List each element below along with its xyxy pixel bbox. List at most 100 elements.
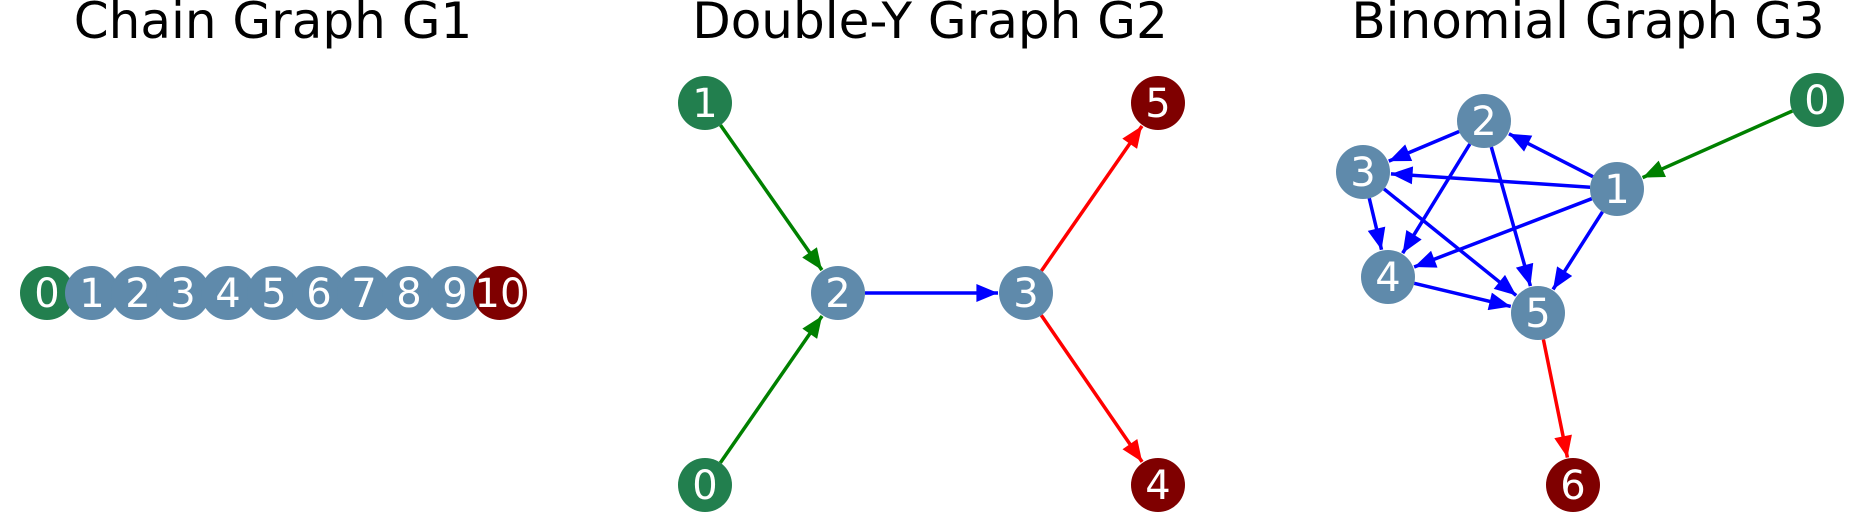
chain-graph-node-10: 10 <box>473 266 527 320</box>
panel-title-double-y-graph: Double-Y Graph G2 <box>692 0 1168 50</box>
binomial-graph-edge-1-to-3 <box>1390 166 1591 189</box>
chain-graph-node-label-9: 9 <box>442 271 467 317</box>
double-y-graph-node-2: 2 <box>811 266 865 320</box>
binomial-graph-node-label-6: 6 <box>1560 463 1585 509</box>
chain-graph-node-label-7: 7 <box>351 271 376 317</box>
double-y-graph-node-5: 5 <box>1131 76 1185 130</box>
binomial-graph-edges <box>1367 109 1794 458</box>
double-y-graph-edge-3-to-4 <box>1039 314 1144 463</box>
double-y-graph-node-1: 1 <box>678 76 732 130</box>
chain-graph-node-label-1: 1 <box>79 271 104 317</box>
double-y-graph-node-circle-4 <box>1131 458 1185 512</box>
binomial-graph-nodes: 0 1 2 3 4 5 6 <box>1336 73 1844 512</box>
chain-graph-node-8: 8 <box>382 266 436 320</box>
chain-graph-node-2: 2 <box>111 266 165 320</box>
binomial-graph-node-label-2: 2 <box>1471 99 1496 145</box>
double-y-graph-node-label-2: 2 <box>825 271 850 317</box>
double-y-graph-node-0: 0 <box>678 458 732 512</box>
panel-double-y-graph: Double-Y Graph G2 1 0 2 3 5 4 <box>678 0 1185 512</box>
chain-graph-node-7: 7 <box>337 266 391 320</box>
double-y-graph-edges <box>718 124 1144 464</box>
binomial-graph-edge-4-to-5 <box>1413 281 1512 311</box>
binomial-graph-node-circle-1 <box>1590 162 1644 216</box>
panel-title-binomial-graph: Binomial Graph G3 <box>1351 0 1824 50</box>
chain-graph-node-5: 5 <box>247 266 301 320</box>
chain-graph-node-circle-10 <box>473 266 527 320</box>
binomial-graph-node-2: 2 <box>1457 94 1511 148</box>
chain-graph-node-label-0: 0 <box>34 271 59 317</box>
chain-graph-node-9: 9 <box>428 266 482 320</box>
binomial-graph-node-label-5: 5 <box>1525 291 1550 337</box>
chain-graph-node-circle-3 <box>156 266 210 320</box>
double-y-graph-node-circle-5 <box>1131 76 1185 130</box>
binomial-graph-node-5: 5 <box>1511 286 1565 340</box>
binomial-graph-edge-3-to-4 <box>1367 197 1386 251</box>
chain-graph-node-circle-1 <box>65 266 119 320</box>
binomial-graph-edge-2-to-4 <box>1401 143 1472 255</box>
double-y-graph-node-3: 3 <box>999 266 1053 320</box>
binomial-graph-node-label-4: 4 <box>1375 255 1400 301</box>
double-y-graph-node-label-5: 5 <box>1145 81 1170 127</box>
panel-title-chain-graph: Chain Graph G1 <box>74 0 473 50</box>
binomial-graph-node-3: 3 <box>1336 145 1390 199</box>
binomial-graph-node-1: 1 <box>1590 162 1644 216</box>
chain-graph-node-circle-4 <box>201 266 255 320</box>
chain-graph-node-circle-7 <box>337 266 391 320</box>
binomial-graph-edge-1-to-2 <box>1508 132 1594 179</box>
chain-graph-node-6: 6 <box>292 266 346 320</box>
chain-graph-node-circle-8 <box>382 266 436 320</box>
double-y-graph-edge-0-to-2 <box>718 315 824 464</box>
chain-graph-node-circle-9 <box>428 266 482 320</box>
chain-graph-node-circle-5 <box>247 266 301 320</box>
binomial-graph-edge-1-to-4 <box>1413 197 1593 269</box>
chain-graph-node-label-5: 5 <box>261 271 286 317</box>
binomial-graph-node-circle-4 <box>1361 250 1415 304</box>
binomial-graph-node-circle-0 <box>1790 73 1844 127</box>
chain-graph-node-label-8: 8 <box>396 271 421 317</box>
chain-graph-node-circle-2 <box>111 266 165 320</box>
binomial-graph-node-circle-5 <box>1511 286 1565 340</box>
binomial-graph-node-circle-6 <box>1546 458 1600 512</box>
chain-graph-node-circle-6 <box>292 266 346 320</box>
double-y-graph-edge-1-to-2 <box>719 124 824 272</box>
binomial-graph-edge-0-to-1 <box>1641 109 1794 180</box>
double-y-graph-nodes: 1 0 2 3 5 4 <box>678 76 1185 512</box>
chain-graph-node-3: 3 <box>156 266 210 320</box>
binomial-graph-node-circle-3 <box>1336 145 1390 199</box>
chain-graph-node-label-10: 10 <box>475 271 526 317</box>
double-y-graph-node-circle-0 <box>678 458 732 512</box>
binomial-graph-node-label-0: 0 <box>1804 78 1829 124</box>
binomial-graph-node-circle-2 <box>1457 94 1511 148</box>
double-y-graph-edge-3-to-5 <box>1039 124 1144 272</box>
chain-graph-node-label-2: 2 <box>125 271 150 317</box>
double-y-graph-node-label-0: 0 <box>692 463 717 509</box>
chain-graph-node-circle-0 <box>20 266 74 320</box>
panel-binomial-graph: Binomial Graph G3 0 1 2 3 4 5 6 <box>1336 0 1844 512</box>
binomial-graph-edge-1-to-5 <box>1551 210 1604 291</box>
binomial-graph-node-4: 4 <box>1361 250 1415 304</box>
double-y-graph-node-4: 4 <box>1131 458 1185 512</box>
binomial-graph-node-0: 0 <box>1790 73 1844 127</box>
binomial-graph-edge-2-to-3 <box>1388 129 1460 163</box>
chain-graph-node-1: 1 <box>65 266 119 320</box>
binomial-graph-edge-2-to-5 <box>1489 146 1534 287</box>
chain-graph-node-label-4: 4 <box>215 271 240 317</box>
chain-graph-node-0: 0 <box>20 266 74 320</box>
binomial-graph-node-label-1: 1 <box>1604 167 1629 213</box>
chain-graph-node-4: 4 <box>201 266 255 320</box>
binomial-graph-node-6: 6 <box>1546 458 1600 512</box>
double-y-graph-node-label-3: 3 <box>1013 271 1038 317</box>
double-y-graph-node-circle-2 <box>811 266 865 320</box>
double-y-graph-node-circle-1 <box>678 76 732 130</box>
chain-graph-node-label-6: 6 <box>306 271 331 317</box>
double-y-graph-node-label-1: 1 <box>692 81 717 127</box>
binomial-graph-edge-5-to-6 <box>1541 339 1572 458</box>
binomial-graph-node-label-3: 3 <box>1350 150 1375 196</box>
binomial-graph-edge-3-to-5 <box>1382 187 1518 297</box>
double-y-graph-node-circle-3 <box>999 266 1053 320</box>
chain-graph-node-label-3: 3 <box>170 271 195 317</box>
double-y-graph-node-label-4: 4 <box>1145 463 1170 509</box>
